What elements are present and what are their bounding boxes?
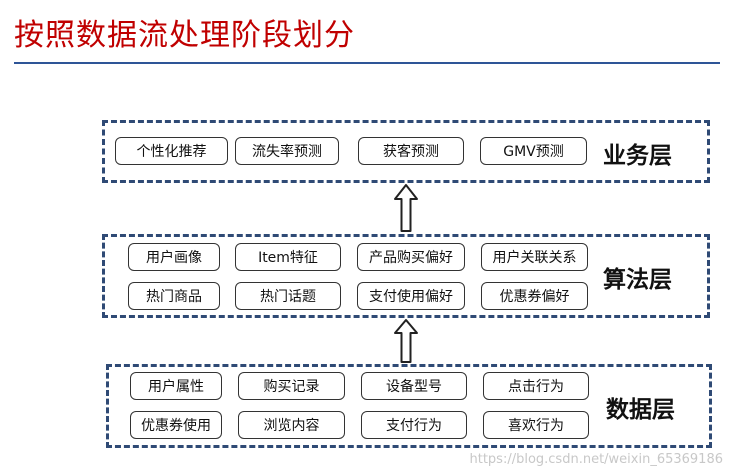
algorithm-item-hot-products: 热门商品 xyxy=(128,282,220,310)
watermark: https://blog.csdn.net/weixin_65369186 xyxy=(469,452,723,467)
data-item-purchase-records: 购买记录 xyxy=(238,372,345,400)
algorithm-item-user-relations: 用户关联关系 xyxy=(481,243,588,271)
algorithm-item-purchase-preference: 产品购买偏好 xyxy=(357,243,465,271)
algorithm-item-user-profile: 用户画像 xyxy=(128,243,220,271)
data-item-coupon-usage: 优惠券使用 xyxy=(130,411,222,439)
page-title: 按照数据流处理阶段划分 xyxy=(14,18,355,53)
title-divider xyxy=(14,62,720,64)
algorithm-layer-frame xyxy=(102,234,710,318)
data-item-device-model: 设备型号 xyxy=(361,372,467,400)
algorithm-item-item-features: Item特征 xyxy=(235,243,341,271)
data-item-user-attributes: 用户属性 xyxy=(130,372,222,400)
business-item-acquisition-prediction: 获客预测 xyxy=(358,137,464,165)
data-item-like-behavior: 喜欢行为 xyxy=(483,411,589,439)
business-item-churn-prediction: 流失率预测 xyxy=(235,137,339,165)
data-item-browsing-content: 浏览内容 xyxy=(238,411,345,439)
data-layer-label: 数据层 xyxy=(606,397,675,423)
algorithm-layer-label: 算法层 xyxy=(603,267,672,293)
data-layer-frame xyxy=(106,364,712,448)
business-layer-label: 业务层 xyxy=(603,143,672,169)
business-item-personalized-recommendation: 个性化推荐 xyxy=(115,137,228,165)
business-layer-frame xyxy=(102,120,710,183)
up-arrow-icon xyxy=(394,184,418,232)
data-item-click-behavior: 点击行为 xyxy=(483,372,589,400)
data-item-payment-behavior: 支付行为 xyxy=(361,411,467,439)
algorithm-item-payment-preference: 支付使用偏好 xyxy=(357,282,465,310)
algorithm-item-hot-topics: 热门话题 xyxy=(235,282,341,310)
algorithm-item-coupon-preference: 优惠券偏好 xyxy=(481,282,588,310)
business-item-gmv-prediction: GMV预测 xyxy=(480,137,587,165)
up-arrow-icon xyxy=(394,319,418,363)
